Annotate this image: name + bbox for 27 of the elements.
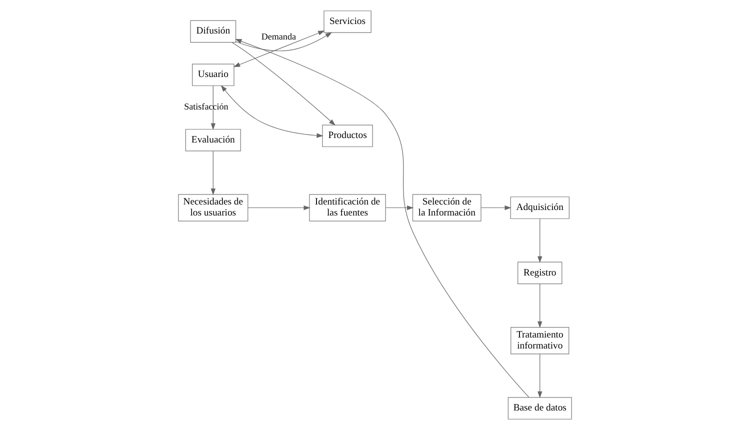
- arrow: [537, 284, 542, 328]
- node-box: Difusión: [190, 20, 236, 43]
- arrow: [234, 39, 529, 398]
- arrow: [231, 42, 335, 126]
- arrow: [235, 32, 332, 52]
- node-box: Tratamiento informativo: [510, 327, 569, 354]
- arrow: [210, 85, 215, 130]
- node-box: Base de datos: [507, 397, 572, 420]
- node-box: Registro: [517, 262, 562, 284]
- arrow: [247, 205, 310, 210]
- node-box: Servicios: [323, 10, 371, 33]
- node-box: Necesidades de los usuarios: [178, 194, 248, 222]
- arrow: [384, 205, 414, 210]
- node-box: Selección de la Información: [412, 194, 481, 222]
- node-box: Adquisición: [510, 196, 569, 219]
- node-box: Productos: [322, 124, 372, 148]
- node-box: Evaluación: [184, 128, 240, 152]
- edge-label: Satisfacción: [184, 102, 228, 112]
- edge-label: Demanda: [260, 31, 296, 42]
- arrow: [232, 30, 324, 68]
- arrow: [210, 150, 215, 196]
- node-box: Identificación de las fuentes: [308, 194, 386, 222]
- arrow: [537, 218, 542, 263]
- node-box: Usuario: [192, 64, 234, 86]
- arrow: [480, 205, 511, 210]
- arrow: [220, 85, 323, 138]
- arrow: [537, 354, 542, 398]
